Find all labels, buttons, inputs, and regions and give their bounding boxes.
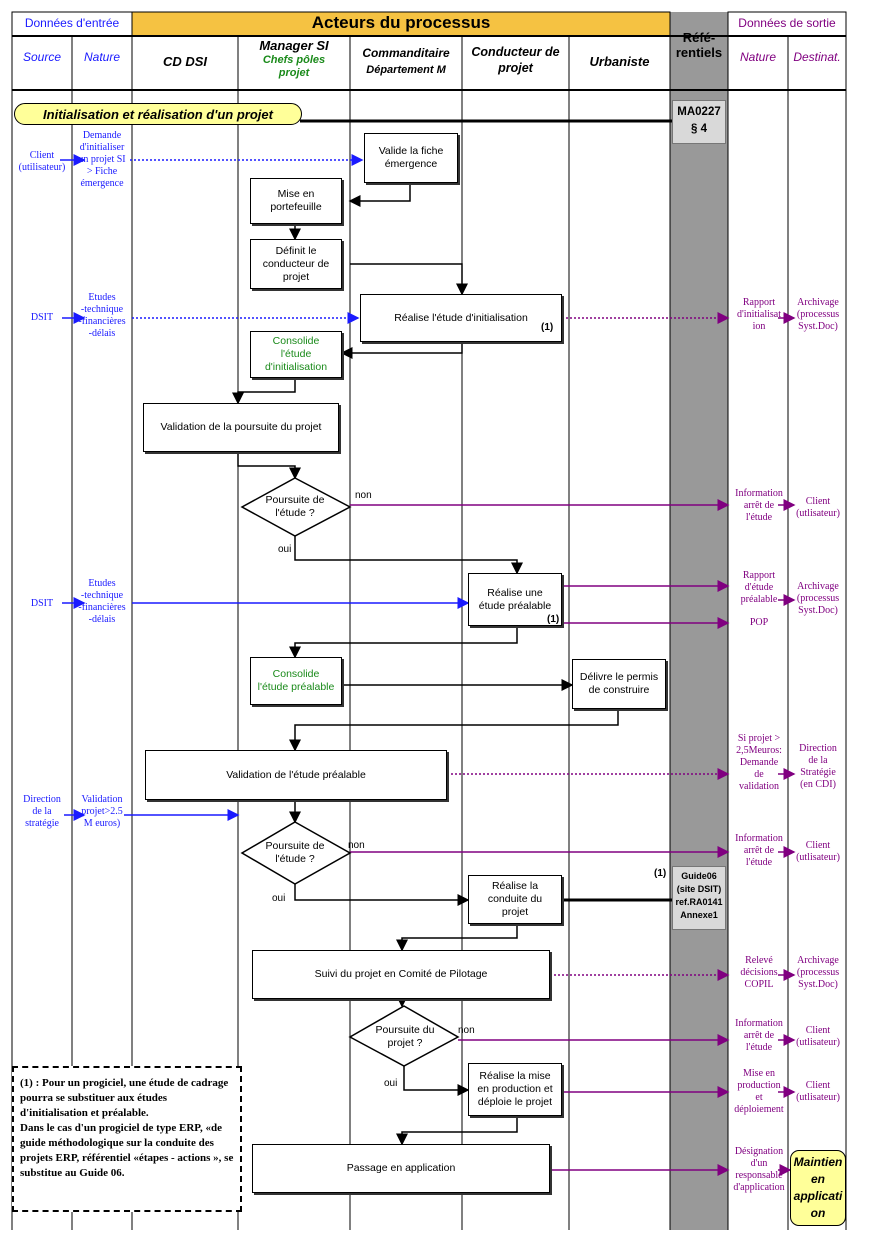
output-nature-arret-2: Information arrêt de l'étude: [735, 833, 783, 868]
step-definit-conducteur: Définit le conducteur de projet: [250, 239, 342, 289]
output-nature-demande-validation: Si projet > 2,5Meuros: Demande de valida…: [736, 733, 782, 792]
decision-poursuite-etude-2: Poursuite de l'étude ?: [265, 840, 325, 865]
step-realise-conduite: Réalise la conduite du projet: [468, 875, 562, 924]
input-nature-etudes-1: Etudes -technique -financières -délais: [78, 292, 126, 339]
header-actors: Acteurs du processus: [311, 13, 491, 32]
col-nature-in: Nature: [83, 50, 121, 64]
label-oui-2: oui: [272, 893, 286, 904]
ref-marker: (1): [654, 868, 667, 879]
output-nature-designation: Désignation d'un responsable d'applicati…: [733, 1146, 785, 1193]
output-dest-client-1: Client (utlisateur): [796, 496, 840, 519]
step-consolide-prealable: Consolide l'étude préalable: [250, 657, 342, 705]
output-nature-arret-3: Information arrêt de l'étude: [735, 1018, 783, 1053]
output-dest-client-2: Client (utlisateur): [796, 840, 840, 863]
label-oui-1: oui: [278, 544, 292, 555]
output-dest-archivage-2: Archivage (processus Syst.Doc): [796, 581, 840, 616]
col-sponsor-sub: Département M: [366, 64, 446, 76]
step-realise-prealable: Réalise une étude préalable: [468, 573, 562, 626]
label-non-3: non: [458, 1025, 475, 1036]
output-nature-pop: POP: [749, 617, 769, 628]
col-source: Source: [22, 50, 62, 64]
ref-guide06: Guide06 (site DSIT) ref.RA0141 Annexe1: [672, 866, 726, 930]
input-nature-demande: Demande d'initialiser un projet SI > Fic…: [78, 130, 126, 189]
col-nature-out: Nature: [739, 50, 777, 64]
input-source-dsit-2: DSIT: [30, 598, 54, 609]
input-nature-etudes-2: Etudes -technique -financières -délais: [78, 578, 126, 625]
output-dest-maintien: Maintien en applicati on: [790, 1150, 846, 1226]
output-nature-rapport-prealable: Rapport d'étude préalable: [740, 570, 778, 605]
col-manager-sub: Chefs pôles projet: [262, 54, 326, 79]
output-dest-archivage-1: Archivage (processus Syst.Doc): [796, 297, 840, 332]
input-source-client: Client (utilisateur): [18, 150, 66, 173]
footnote: (1) : Pour un progiciel, une étude de ca…: [12, 1066, 242, 1212]
output-dest-client-3: Client (utlisateur): [796, 1025, 840, 1048]
input-source-direction: Direction de la stratégie: [23, 794, 61, 829]
decision-poursuite-projet: Poursuite du projet ?: [375, 1024, 435, 1049]
output-dest-client-4: Client (utlisateur): [796, 1080, 840, 1103]
label-oui-3: oui: [384, 1078, 398, 1089]
col-manager: Manager SI: [259, 38, 329, 53]
header-outputs: Données de sortie: [738, 16, 836, 30]
col-sponsor: Commanditaire: [362, 46, 450, 60]
step-mise-production: Réalise la mise en production et déploie…: [468, 1063, 562, 1116]
output-nature-mise-production: Mise en production et déploiement: [734, 1068, 784, 1115]
label-non-1: non: [355, 490, 372, 501]
step-suivi-copil: Suivi du projet en Comité de Pilotage: [252, 950, 550, 999]
step-passage-application: Passage en application: [252, 1144, 550, 1193]
ref-ma0227: MA0227 § 4: [672, 100, 726, 144]
col-conductor: Conducteur de projet: [471, 45, 560, 75]
decision-poursuite-etude-1: Poursuite de l'étude ?: [265, 494, 325, 519]
step-realise-initialisation: Réalise l'étude d'initialisation: [360, 294, 562, 342]
output-nature-releve-copil: Relevé décisions COPIL: [740, 955, 778, 990]
input-nature-validation: Validation projet>2.5 M euros): [81, 794, 123, 829]
output-nature-rapport-init: Rapport d'initialisat ion: [736, 297, 782, 332]
col-urbanist: Urbaniste: [589, 54, 650, 69]
marker-1b: (1): [547, 614, 560, 625]
step-mise-portefeuille: Mise en portefeuille: [250, 178, 342, 224]
marker-1a: (1): [541, 322, 554, 333]
output-dest-archivage-3: Archivage (processus Syst.Doc): [796, 955, 840, 990]
header-referentials: Réfé- rentiels: [675, 30, 723, 60]
output-dest-direction: Direction de la Stratégie (en CDI): [799, 743, 837, 790]
output-nature-arret-1: Information arrêt de l'étude: [735, 488, 783, 523]
col-destination: Destinat.: [793, 50, 841, 64]
col-cd-dsi: CD DSI: [162, 54, 208, 69]
input-source-dsit-1: DSIT: [30, 312, 54, 323]
step-validation-prealable: Validation de l'étude préalable: [145, 750, 447, 800]
step-consolide-initialisation: Consolide l'étude d'initialisation: [250, 331, 342, 378]
step-valide-fiche: Valide la fiche émergence: [364, 133, 458, 183]
label-non-2: non: [348, 840, 365, 851]
phase-banner: Initialisation et réalisation d'un proje…: [14, 103, 302, 125]
step-validation-poursuite: Validation de la poursuite du projet: [143, 403, 339, 452]
step-delivre-permis: Délivre le permis de construire: [572, 659, 666, 709]
header-inputs: Données d'entrée: [24, 16, 120, 30]
